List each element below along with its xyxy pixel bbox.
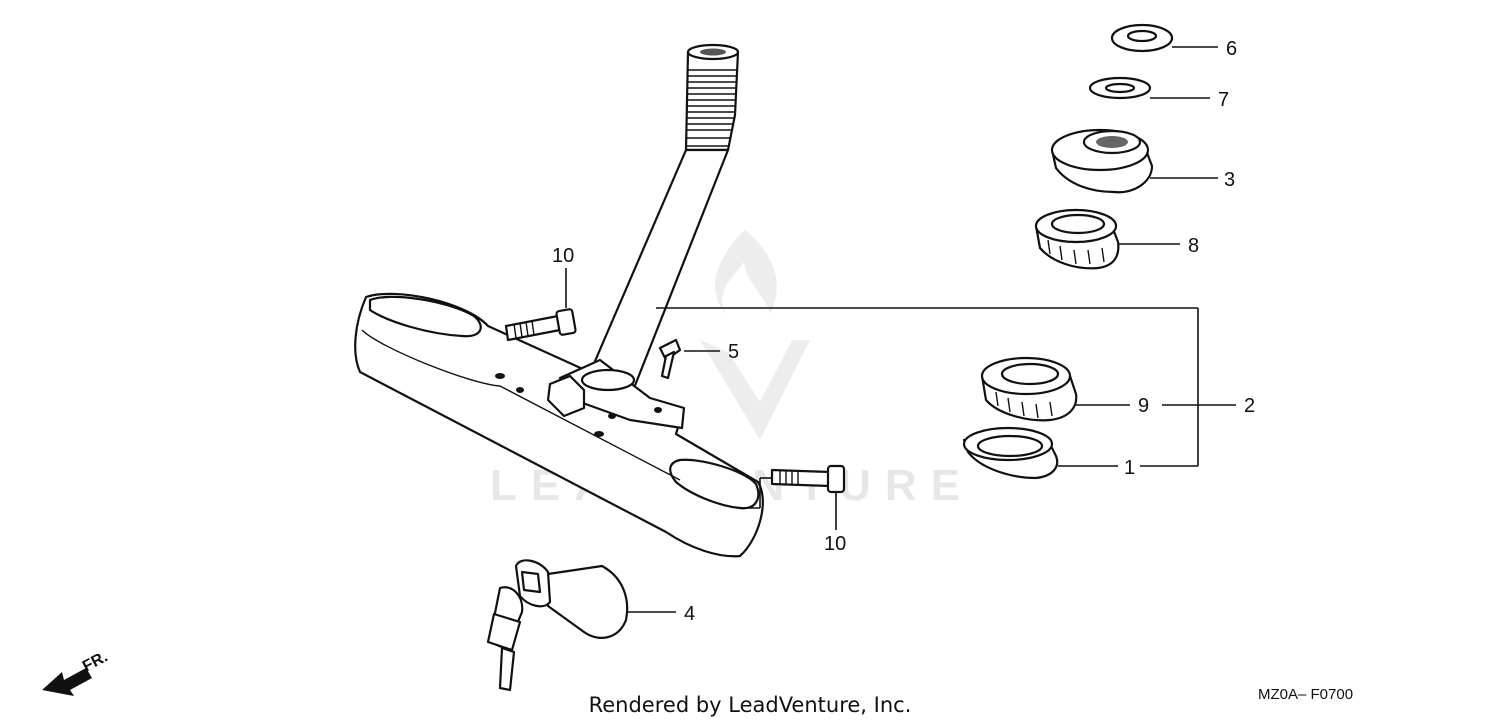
screw-5	[658, 338, 720, 380]
callout-7: 7	[1218, 89, 1229, 111]
callout-9: 9	[1138, 395, 1149, 417]
ignition-switch-4	[486, 559, 676, 692]
lock-washer-7	[1088, 76, 1210, 100]
footer-credit: Rendered by LeadVenture, Inc.	[588, 693, 912, 717]
callout-10-lower: 10	[824, 533, 846, 555]
adjusting-nut-3	[1050, 128, 1218, 194]
lock-nut-6	[1110, 23, 1218, 53]
front-direction-arrow-icon: FR.	[42, 648, 111, 696]
bolt-10-upper	[504, 268, 577, 342]
callout-4: 4	[684, 603, 695, 625]
upper-bearing-8	[1034, 208, 1180, 270]
diagram-code: MZ0A– F0700	[1258, 686, 1354, 703]
callout-10-upper: 10	[552, 245, 574, 267]
lower-bearing-9	[980, 356, 1130, 422]
callout-8: 8	[1188, 235, 1199, 257]
callout-2-bracket	[656, 307, 1236, 467]
callout-6: 6	[1226, 38, 1237, 60]
dust-seal-1	[962, 426, 1118, 480]
callout-3: 3	[1224, 169, 1235, 191]
callout-5: 5	[728, 341, 739, 363]
callout-1: 1	[1124, 457, 1135, 479]
leadventure-flame-logo-icon	[700, 230, 810, 440]
bolt-10-lower	[742, 464, 846, 530]
callout-2: 2	[1244, 395, 1255, 417]
steering-stem-shaft	[584, 43, 740, 390]
bottom-bridge	[354, 292, 764, 558]
